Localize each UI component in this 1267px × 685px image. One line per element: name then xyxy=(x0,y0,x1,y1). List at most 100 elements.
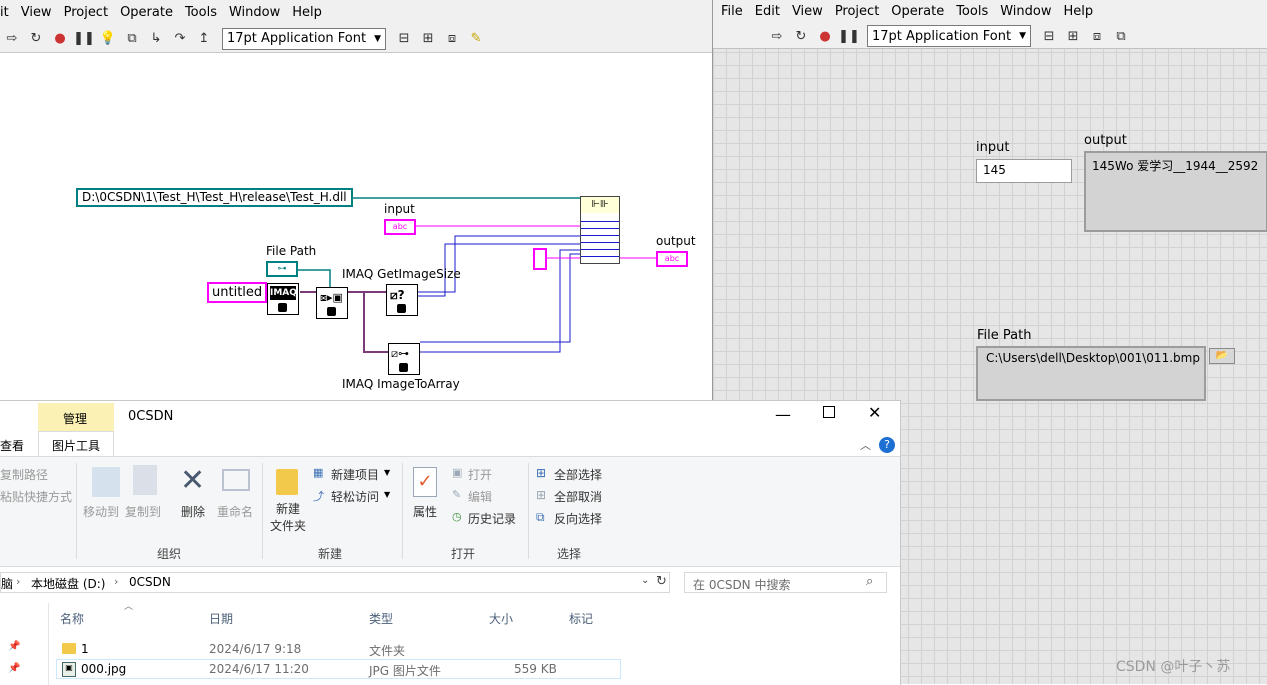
dll-path-constant[interactable]: D:\0CSDN\1\Test_H\Test_H\release\Test_H.… xyxy=(76,188,353,207)
refresh-icon[interactable]: ↻ xyxy=(656,574,667,589)
paste-shortcut-button[interactable]: 粘贴快捷方式 xyxy=(0,490,73,504)
distribute-icon[interactable]: ⊞ xyxy=(422,31,434,46)
table-row[interactable]: ▣ 000.jpg 2024/6/17 11:20 JPG 图片文件 559 K… xyxy=(56,659,621,679)
output-terminal[interactable]: abc xyxy=(656,251,688,267)
fp-menu-project[interactable]: Project xyxy=(834,3,880,19)
pause-icon[interactable]: ❚❚ xyxy=(73,31,95,46)
copy-path-button[interactable]: 复制路径 xyxy=(0,468,49,482)
fp-menu-window[interactable]: Window xyxy=(1000,3,1052,19)
bd-menu-project[interactable]: Project xyxy=(63,5,109,20)
fp-menu-tools[interactable]: Tools xyxy=(956,3,989,19)
chevron-down-icon[interactable]: ⌄ xyxy=(641,575,650,586)
fp-pause-icon[interactable]: ❚❚ xyxy=(838,28,860,44)
open-button[interactable]: 打开 xyxy=(468,468,493,482)
reorder-icon[interactable]: ⧈ xyxy=(447,31,457,46)
empty-string-constant[interactable] xyxy=(533,248,547,270)
column-type[interactable]: 类型 xyxy=(369,612,394,626)
folder-browse-icon[interactable]: 📂 xyxy=(1209,348,1235,364)
delete-button[interactable]: 删除 xyxy=(181,505,206,519)
fp-abort-icon[interactable]: ● xyxy=(819,28,831,44)
pin-icon[interactable]: 📌 xyxy=(8,663,21,674)
fp-distribute-icon[interactable]: ⊞ xyxy=(1067,28,1079,44)
fp-reorder-icon[interactable]: ⧉ xyxy=(1116,28,1126,44)
file-path-terminal[interactable]: ⊶ xyxy=(266,261,298,277)
abort-icon[interactable]: ● xyxy=(54,31,66,46)
minimize-icon[interactable]: — xyxy=(775,405,791,424)
easy-access-button[interactable]: 轻松访问 xyxy=(331,490,380,504)
input-terminal[interactable]: abc xyxy=(384,219,416,235)
column-name[interactable]: 名称 xyxy=(60,612,85,626)
collapse-ribbon-icon[interactable]: ︿ xyxy=(860,439,871,452)
close-icon[interactable]: ✕ xyxy=(868,403,882,422)
select-all-icon: ⊞ xyxy=(536,466,547,480)
fp-input-label: input xyxy=(976,140,1010,155)
highlight-bulb-icon[interactable]: 💡 xyxy=(99,31,117,46)
fp-menu-edit[interactable]: Edit xyxy=(754,3,780,19)
retain-wire-icon[interactable]: ⧉ xyxy=(127,31,137,46)
fp-menu-operate[interactable]: Operate xyxy=(891,3,945,19)
bd-menu-window[interactable]: Window xyxy=(228,5,281,20)
align-icon[interactable]: ⊟ xyxy=(398,31,410,46)
imaq-get-image-size-node[interactable]: ⧄? xyxy=(386,284,418,316)
fp-file-path-control[interactable]: C:\Users\dell\Desktop\001\011.bmp xyxy=(976,346,1206,401)
column-date[interactable]: 日期 xyxy=(209,612,234,626)
untitled-string-constant[interactable]: untitled xyxy=(207,282,268,303)
properties-button[interactable]: 属性 xyxy=(413,505,438,519)
imaq-readfile-node[interactable]: ⧇▸▣ xyxy=(316,287,348,319)
breadcrumb-folder[interactable]: 0CSDN xyxy=(129,575,171,589)
table-row[interactable]: 1 2024/6/17 9:18 文件夹 xyxy=(56,639,621,659)
view-tab[interactable]: 查看 xyxy=(0,439,25,453)
fp-input-control[interactable]: 145 xyxy=(976,159,1072,183)
picture-tools-tab[interactable]: 图片工具 xyxy=(52,439,101,453)
address-bar[interactable]: 脑 › 本地磁盘 (D:) › 0CSDN ⌄ ↻ xyxy=(0,572,670,593)
fp-menu-view[interactable]: View xyxy=(791,3,823,19)
select-none-button[interactable]: 全部取消 xyxy=(554,490,603,504)
manage-tab[interactable]: 管理 xyxy=(63,412,88,426)
move-to-button[interactable]: 移动到 xyxy=(83,505,120,519)
pin-icon[interactable]: 📌 xyxy=(8,641,21,652)
invert-selection-button[interactable]: 反向选择 xyxy=(554,512,603,526)
bd-menubar: it View Project Operate Tools Window Hel… xyxy=(0,0,712,25)
run-continuous-icon[interactable]: ↻ xyxy=(30,31,42,46)
bd-menu-operate[interactable]: Operate xyxy=(120,5,173,20)
maximize-icon[interactable] xyxy=(823,406,835,418)
imaq-create-node[interactable]: IMAQ xyxy=(267,283,299,315)
fp-menu-help[interactable]: Help xyxy=(1063,3,1094,19)
new-item-button[interactable]: 新建项目 xyxy=(331,468,380,482)
ribbon-separator xyxy=(76,463,77,559)
select-all-button[interactable]: 全部选择 xyxy=(554,468,603,482)
bd-menu-view[interactable]: View xyxy=(20,5,52,20)
imaq-image-to-array-node[interactable]: ⧄⊶ xyxy=(388,343,420,375)
history-button[interactable]: 历史记录 xyxy=(468,512,517,526)
search-box[interactable]: 在 0CSDN 中搜索 ⌕ xyxy=(684,572,887,593)
edit-button[interactable]: 编辑 xyxy=(468,490,493,504)
column-size[interactable]: 大小 xyxy=(489,612,514,626)
history-icon: ◷ xyxy=(452,510,462,523)
step-over-icon[interactable]: ↷ xyxy=(174,31,186,46)
bd-menu-help[interactable]: Help xyxy=(292,5,322,20)
copy-to-button[interactable]: 复制到 xyxy=(125,505,162,519)
fp-resize-icon[interactable]: ⧈ xyxy=(1092,28,1102,44)
call-library-function-node[interactable]: ⊩⊪ xyxy=(580,196,620,264)
step-out-icon[interactable]: ↥ xyxy=(198,31,210,46)
fp-run-arrow-icon[interactable]: ⇨ xyxy=(771,28,783,44)
search-input[interactable]: 在 0CSDN 中搜索 xyxy=(693,578,791,592)
run-arrow-icon[interactable]: ⇨ xyxy=(6,31,18,46)
step-into-icon[interactable]: ↳ xyxy=(150,31,162,46)
help-icon[interactable]: ? xyxy=(879,437,895,453)
cleanup-icon[interactable]: ✎ xyxy=(470,31,482,46)
new-folder-button[interactable]: 新建 文件夹 xyxy=(270,502,307,533)
column-tag[interactable]: 标记 xyxy=(569,612,594,626)
bd-menu-tools[interactable]: Tools xyxy=(184,5,217,20)
fp-menu-file[interactable]: File xyxy=(721,3,743,19)
watermark: CSDN @叶子丶苏 xyxy=(1116,659,1231,675)
fp-align-icon[interactable]: ⊟ xyxy=(1043,28,1055,44)
rename-button[interactable]: 重命名 xyxy=(217,505,254,519)
fp-run-continuous-icon[interactable]: ↻ xyxy=(795,28,807,44)
search-icon[interactable]: ⌕ xyxy=(866,574,874,589)
fp-output-value: 145Wo 爱学习__1944__2592 xyxy=(1092,159,1259,173)
fp-font-selector[interactable]: 17pt Application Font▼ xyxy=(867,25,1032,47)
breadcrumb-disk[interactable]: 本地磁盘 (D:) xyxy=(31,577,106,591)
bd-menu-edit[interactable]: it xyxy=(0,5,9,20)
bd-font-selector[interactable]: 17pt Application Font▼ xyxy=(222,27,387,50)
